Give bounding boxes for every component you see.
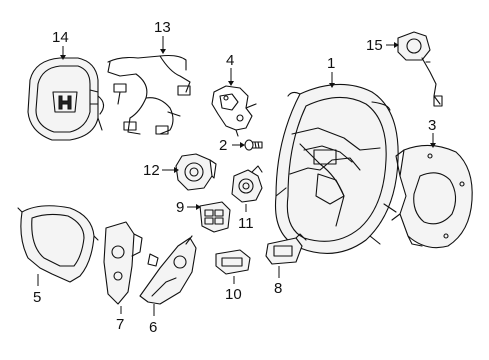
honda-emblem-icon xyxy=(52,91,78,113)
part-11-switch-unit[interactable] xyxy=(231,165,263,203)
part-5-trim-bezel[interactable] xyxy=(17,205,99,283)
callout-3: 3 xyxy=(428,117,436,134)
callout-6: 6 xyxy=(149,319,157,336)
callout-4: 4 xyxy=(226,52,234,69)
callout-8: 8 xyxy=(274,280,282,297)
callout-9: 9 xyxy=(176,199,184,216)
part-3-rear-cover[interactable] xyxy=(391,144,473,249)
part-4-switch-bracket[interactable] xyxy=(211,85,257,137)
callout-2: 2 xyxy=(219,137,227,154)
part-1-steering-wheel[interactable] xyxy=(274,83,399,254)
part-7-left-garnish[interactable] xyxy=(103,221,159,305)
callout-11: 11 xyxy=(238,215,254,232)
part-14-airbag-module[interactable] xyxy=(27,57,105,141)
part-12-round-switch[interactable] xyxy=(175,153,217,191)
part-13-wiring-harness[interactable] xyxy=(107,54,191,135)
callout-15: 15 xyxy=(366,37,383,54)
part-6-right-garnish[interactable] xyxy=(139,235,197,305)
callout-5: 5 xyxy=(33,289,41,306)
part-8-connector-switch[interactable] xyxy=(265,233,307,265)
callout-7: 7 xyxy=(116,316,124,333)
callout-10: 10 xyxy=(225,286,242,303)
callout-1: 1 xyxy=(327,55,335,72)
callout-13: 13 xyxy=(154,19,171,36)
part-15-paddle-switch[interactable] xyxy=(397,31,443,107)
callout-12: 12 xyxy=(143,162,160,179)
part-10-small-switch[interactable] xyxy=(215,249,251,275)
callout-14: 14 xyxy=(52,29,69,46)
part-2-screw[interactable] xyxy=(244,139,263,151)
part-9-switch-block[interactable] xyxy=(199,201,231,233)
